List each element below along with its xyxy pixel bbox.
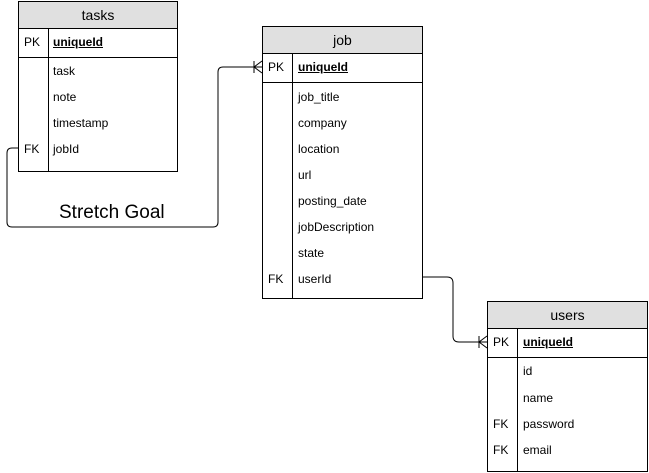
crow-foot-icon <box>478 335 488 349</box>
key-label: PK <box>268 60 285 74</box>
divider <box>488 357 647 358</box>
key-label: FK <box>268 272 284 286</box>
entity-title: users <box>488 302 647 329</box>
stretch-goal-annotation: Stretch Goal <box>59 202 165 223</box>
field-name: timestamp <box>53 116 109 130</box>
field-name: id <box>523 364 533 378</box>
field-name: job_title <box>298 90 340 104</box>
entity-users: users PK uniqueId id name FK password FK… <box>487 301 648 472</box>
field-name: posting_date <box>298 194 367 208</box>
field-name: password <box>523 417 575 431</box>
key-label: PK <box>493 335 510 349</box>
field-name: location <box>298 142 340 156</box>
connector-job-users <box>423 276 487 343</box>
field-name: note <box>53 90 77 104</box>
divider <box>517 328 518 471</box>
field-name: name <box>523 391 554 405</box>
field-name: userId <box>298 272 332 286</box>
key-label: FK <box>493 417 509 431</box>
field-name: state <box>298 246 325 260</box>
divider <box>292 53 293 298</box>
divider <box>48 28 49 171</box>
key-label: PK <box>24 35 41 49</box>
entity-title: tasks <box>19 2 177 29</box>
field-name: uniqueId <box>298 60 348 74</box>
entity-tasks: tasks PK uniqueId task note timestamp FK… <box>18 1 178 172</box>
field-name: task <box>53 64 76 78</box>
divider <box>19 57 177 58</box>
entity-job: job PK uniqueId job_title company locati… <box>262 26 423 299</box>
field-name: url <box>298 168 312 182</box>
field-name: jobId <box>53 142 80 156</box>
field-name: jobDescription <box>298 220 375 234</box>
field-name: uniqueId <box>523 335 573 349</box>
key-label: FK <box>24 142 40 156</box>
field-name: email <box>523 443 552 457</box>
crow-foot-icon <box>253 60 263 74</box>
field-name: uniqueId <box>53 35 103 49</box>
field-name: company <box>298 116 347 130</box>
entity-title: job <box>263 27 422 54</box>
divider <box>263 82 422 83</box>
key-label: FK <box>493 443 509 457</box>
